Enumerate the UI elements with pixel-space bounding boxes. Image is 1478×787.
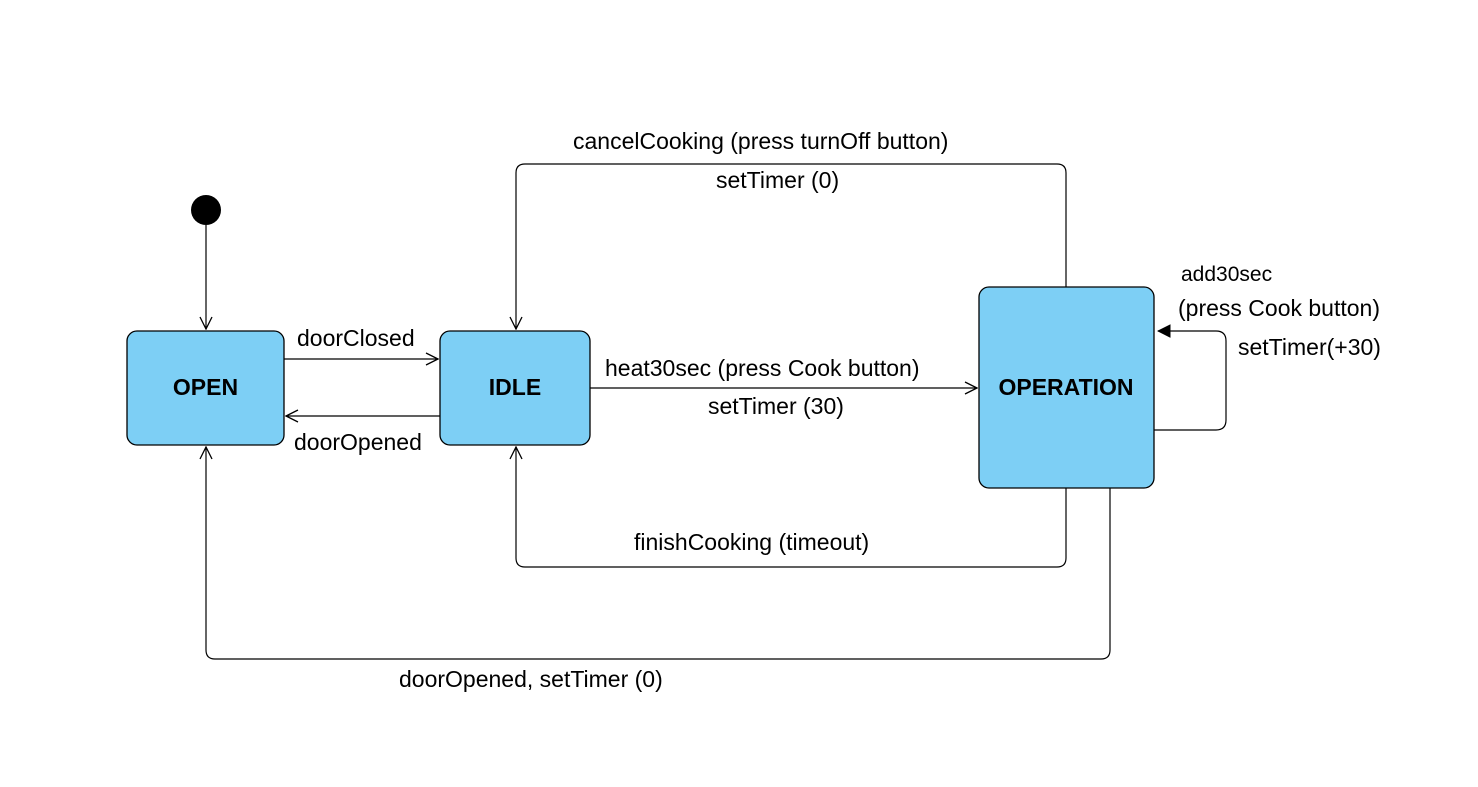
transition-finish-label: finishCooking (timeout) [634,529,869,555]
state-open-label: OPEN [173,374,238,400]
transition-operation-door-opened-arrow [206,447,1111,660]
transition-add30sec-label: add30sec [1181,263,1272,286]
transition-heat-label: heat30sec (press Cook button) [605,355,920,381]
initial-state-dot [191,195,221,225]
state-open: OPEN [126,330,285,446]
transition-heat-action-label: setTimer (30) [708,393,844,419]
transition-cancel-label: cancelCooking (press turnOff button) [573,128,948,154]
transition-door-closed-label: doorClosed [297,325,415,351]
transition-add30sec-arrow [1154,331,1227,431]
state-idle: IDLE [439,330,591,446]
transition-operation-door-opened-label: doorOpened, setTimer (0) [399,666,663,692]
state-operation-label: OPERATION [998,374,1133,400]
transition-cancel-action-label: setTimer (0) [716,167,839,193]
transition-finish-arrow [516,447,1067,568]
transition-cancel-arrow [516,163,1067,329]
state-idle-label: IDLE [489,374,541,400]
transition-door-opened-label: doorOpened [294,429,422,455]
state-operation: OPERATION [978,286,1155,489]
transition-add30sec-action-label: setTimer(+30) [1238,334,1381,360]
transition-add30sec-trigger-label: (press Cook button) [1178,295,1380,321]
